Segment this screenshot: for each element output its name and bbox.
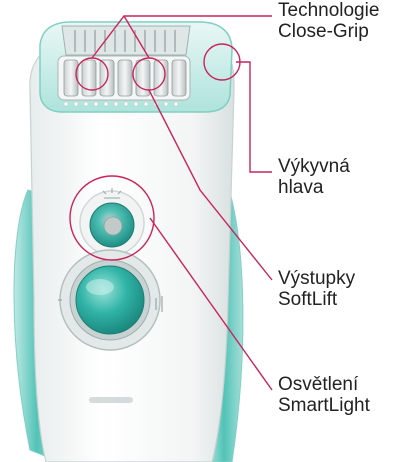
callout-softlift-line1: Výstupky [278, 268, 356, 289]
softlift-leader [148, 89, 273, 281]
head-leader [236, 61, 272, 173]
callout-smartlight-line1: Osvětlení [278, 374, 359, 395]
callout-pivoting-head-line1: Výkyvná [278, 156, 350, 177]
callout-lines [69, 15, 273, 391]
callout-softlift: Výstupky SoftLift [278, 268, 355, 310]
callout-smartlight-line2: SmartLight [278, 395, 370, 416]
callout-softlift-line2: SoftLift [278, 289, 338, 310]
callout-close-grip: Technologie Close-Grip [278, 0, 379, 42]
callout-pivoting-head: Výkyvná hlava [278, 156, 350, 198]
switch-highlight [86, 279, 114, 295]
power-switch-button [75, 265, 145, 335]
head-top-plate [61, 25, 191, 56]
head-grill [74, 30, 176, 52]
callout-smartlight: Osvětlení SmartLight [278, 374, 370, 416]
tweezer-discs [63, 59, 187, 97]
callout-close-grip-line2: Close-Grip [278, 21, 369, 42]
callout-pivoting-head-line2: hlava [278, 177, 324, 198]
smartlight-leader [149, 217, 273, 391]
switch-markings [58, 296, 163, 312]
callout-close-grip-line1: Technologie [278, 0, 380, 21]
smartlight-lens [103, 216, 123, 236]
light-icon [102, 188, 122, 199]
smartlight-circle [69, 175, 155, 261]
